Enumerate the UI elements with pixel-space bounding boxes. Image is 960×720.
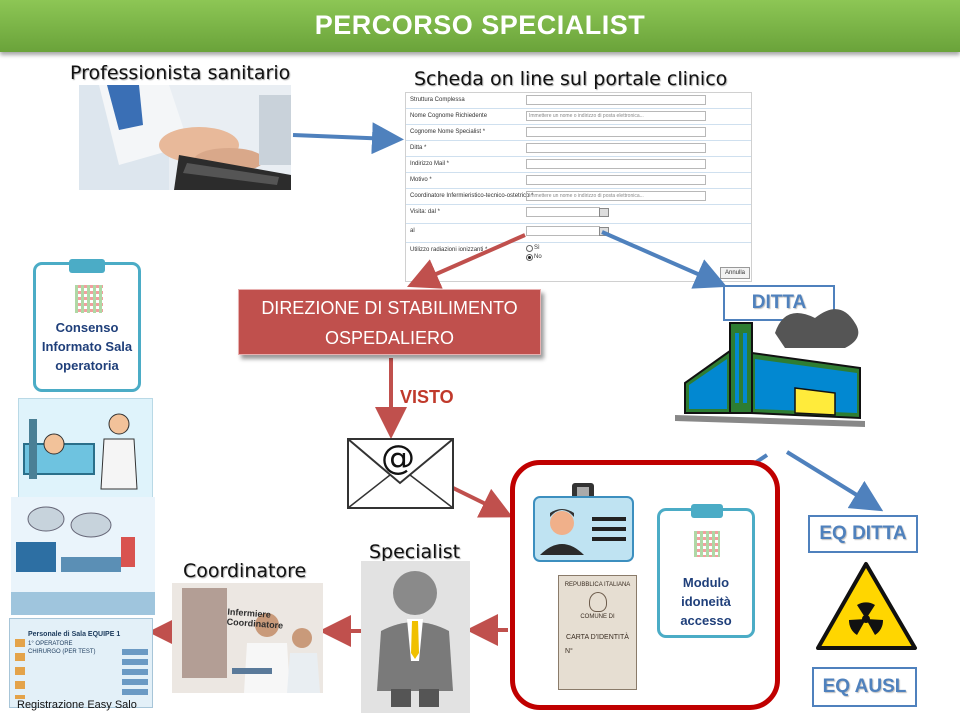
coordinatore-label: Coordinatore — [183, 560, 306, 582]
document-icon — [694, 531, 720, 557]
arrow-form-ditta — [602, 232, 716, 282]
document-icon — [75, 285, 103, 313]
arrow-email-box — [447, 485, 502, 512]
operating-room-image — [11, 497, 155, 615]
eq-ausl-box: EQ AUSL — [812, 667, 917, 707]
registrazione-label: Registrazione Easy Salo — [17, 699, 137, 711]
modulo-label: Modulo idoneità accesso — [660, 573, 752, 630]
at-symbol: @ — [381, 438, 415, 478]
easy-salo-screenshot: Personale di Sala EQUIPE 1 1° OPERATORE … — [9, 618, 153, 708]
id-card-republic: REPUBBLICA ITALIANA — [559, 582, 636, 588]
avatar-column — [15, 639, 25, 699]
clip-icon — [691, 504, 723, 518]
emblem-icon — [589, 592, 607, 612]
doctor-patient-cartoon — [18, 398, 153, 498]
id-card-number: N° — [565, 648, 573, 655]
id-card-document: REPUBBLICA ITALIANA COMUNE DI CARTA D'ID… — [558, 575, 637, 690]
coordinatore-photo: Infermiere Coordinatore — [172, 583, 323, 693]
side-buttons — [122, 649, 148, 699]
clip-icon — [69, 259, 105, 273]
id-badge-icon — [532, 483, 635, 563]
visto-label: VISTO — [400, 387, 454, 408]
consenso-label: Consenso Informato Sala operatoria — [36, 318, 138, 375]
consenso-clipboard: Consenso Informato Sala operatoria — [33, 262, 141, 392]
easy-salo-line3: CHIRURGO (PER TEST) — [28, 649, 96, 655]
arrow-professional-form — [293, 135, 392, 139]
factory-icon — [675, 293, 865, 433]
id-card-title: CARTA D'IDENTITÀ — [559, 634, 636, 641]
modulo-clipboard: Modulo idoneità accesso — [657, 508, 755, 638]
eq-ditta-box: EQ DITTA — [808, 515, 918, 553]
easy-salo-line1: Personale di Sala EQUIPE 1 — [28, 631, 120, 638]
specialist-label: Specialist — [369, 541, 460, 563]
radiation-warning-icon — [815, 561, 918, 651]
specialist-figure — [361, 561, 470, 713]
arrow-form-direction — [418, 235, 525, 282]
direction-box: DIREZIONE DI STABILIMENTO OSPEDALIERO — [238, 289, 541, 355]
easy-salo-line2: 1° OPERATORE — [28, 641, 73, 647]
id-card-comune: COMUNE DI — [559, 614, 636, 620]
arrow-ditta-eqditta — [787, 452, 873, 505]
